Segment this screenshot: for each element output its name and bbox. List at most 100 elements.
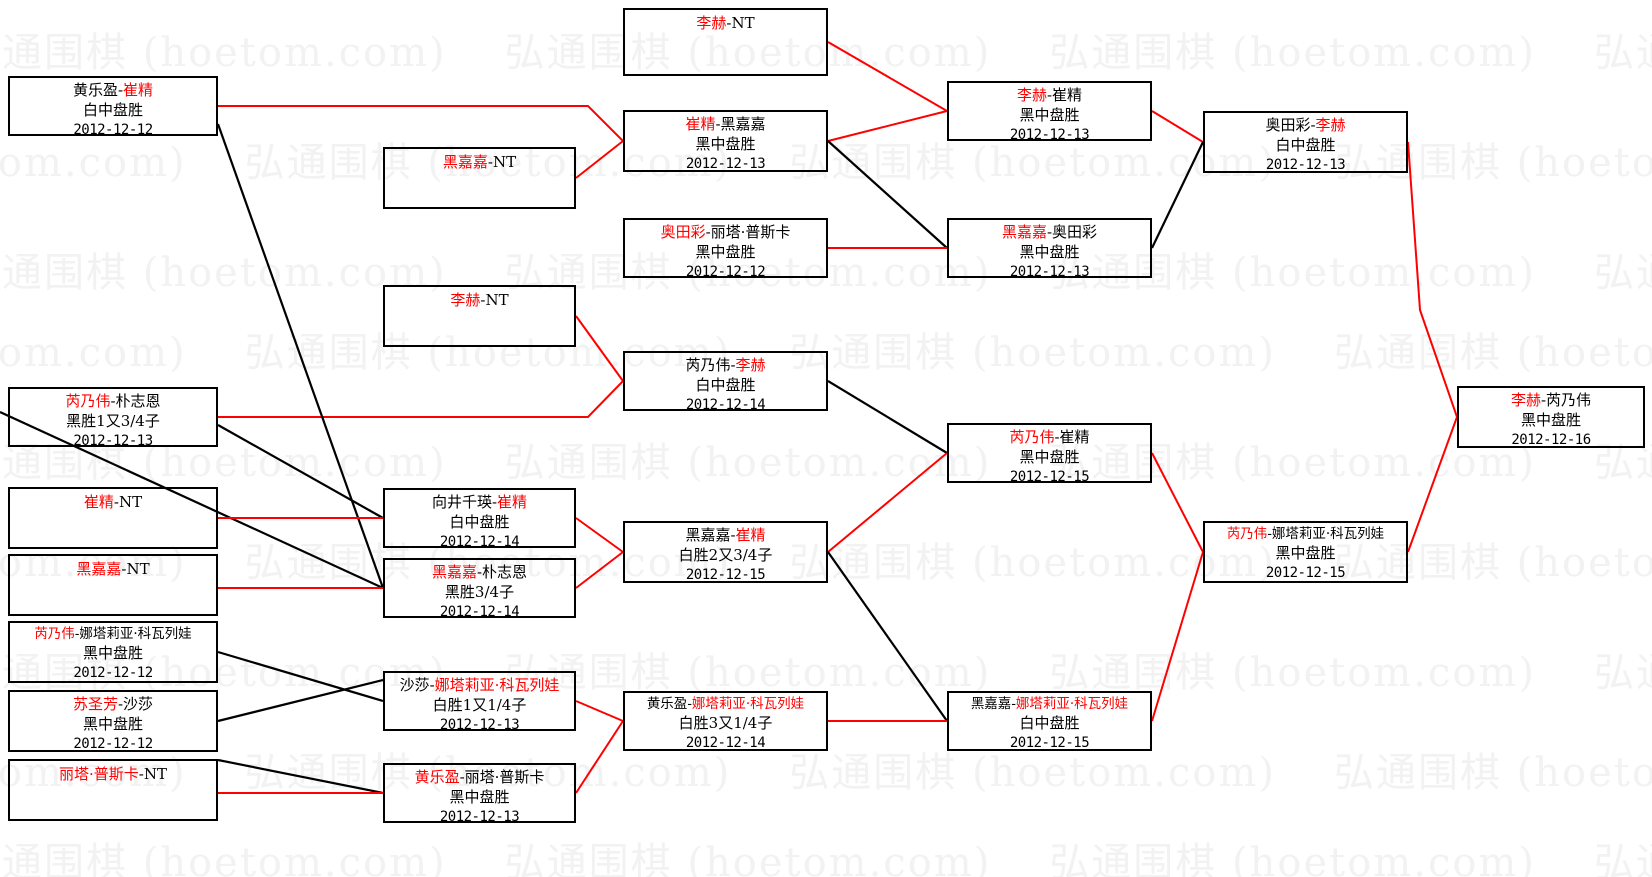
match-date: 2012-12-15 [1009, 734, 1090, 751]
player-separator: - [1310, 116, 1316, 134]
watermark-text: 弘通围棋 (hoetom.com) [0, 330, 187, 376]
match-players: 芮乃伟-娜塔莉亚·科瓦列娃 [10, 623, 216, 644]
player-separator: - [1054, 428, 1060, 446]
match-box[interactable]: 黑嘉嘉-NT [383, 147, 576, 209]
match-result: 黑中盘胜 [1019, 105, 1080, 124]
watermark-text: 弘通围棋 (hoetom.com) [1049, 30, 1536, 76]
l-huang-to-cuihei [218, 105, 624, 142]
match-date: 2012-12-13 [439, 808, 520, 825]
match-result: 黑中盘胜 [1019, 447, 1080, 466]
player-winner: 黑嘉嘉 [1001, 223, 1047, 241]
match-date: 2012-12-14 [439, 603, 520, 620]
player-winner: 娜塔莉亚·科瓦列娃 [434, 676, 560, 694]
match-result: 黑中盘胜 [1520, 410, 1581, 429]
match-box[interactable]: 黑嘉嘉-NT [8, 554, 218, 616]
player-winner: 崔精 [497, 493, 528, 511]
l-heicui-to-ruicui [827, 452, 948, 553]
l-ruinata-to-shanata [217, 650, 384, 703]
player-winner: 芮乃伟 [1009, 428, 1055, 446]
match-date: 2012-12-12 [73, 121, 153, 138]
player-winner: 崔精 [735, 526, 766, 544]
player-separator: - [487, 153, 493, 171]
player-winner: 黑嘉嘉 [76, 560, 122, 578]
match-box[interactable]: 丽塔·普斯卡-NT [8, 759, 218, 821]
l-mukai-to-heicui [575, 517, 624, 553]
player-separator: - [429, 676, 435, 694]
player-winner: 奥田彩 [660, 223, 706, 241]
l-heint-to-cuihei [575, 140, 624, 179]
match-result: 黑胜3/4子 [444, 582, 515, 601]
l-licui-to-aotali [1151, 110, 1204, 143]
player-separator: - [1011, 696, 1016, 712]
player-loser: 崔精 [1052, 86, 1083, 104]
player-loser: 娜塔莉亚·科瓦列娃 [1271, 526, 1385, 542]
match-date: 2012-12-15 [685, 566, 766, 583]
match-date: 2012-12-14 [439, 533, 520, 550]
match-box[interactable]: 李赫-NT [383, 285, 576, 347]
player-loser: NT [143, 765, 167, 783]
match-players: 黑嘉嘉-NT [385, 149, 574, 173]
match-result: 白胜1又1/4子 [432, 695, 527, 714]
l-heiaota-to-aotali [1151, 141, 1204, 249]
player-separator: - [705, 223, 711, 241]
player-separator: - [1046, 86, 1053, 104]
match-players: 崔精-NT [10, 489, 216, 513]
match-box[interactable]: 沙莎-娜塔莉亚·科瓦列娃白胜1又1/4子 2012-12-13 [383, 671, 576, 733]
player-separator: - [1540, 391, 1547, 409]
watermark-text: 弘通围棋 (hoetom.com) [504, 440, 992, 486]
player-loser: 黑嘉嘉 [685, 526, 731, 544]
match-box[interactable]: 崔精-NT [8, 487, 218, 549]
l-cuihei-to-heiaota [827, 140, 948, 249]
l-ruinata-to-final [1407, 416, 1458, 553]
player-loser: 黑嘉嘉 [970, 696, 1012, 712]
l-susha-to-shanata [217, 678, 384, 723]
watermark-text: 弘通围棋 (hoetom.com) [1333, 330, 1652, 376]
match-players: 芮乃伟-朴志恩 [10, 389, 216, 412]
match-result: 黑中盘胜 [449, 787, 510, 806]
match-box[interactable]: 李赫-NT [623, 8, 828, 76]
watermark-row: 弘通围棋 (hoetom.com)弘通围棋 (hoetom.com)弘通围棋 (… [0, 640, 1652, 698]
player-separator: - [1267, 526, 1272, 542]
watermark-text: 弘通围棋 (hoetom.com) [789, 330, 1276, 376]
match-players: 李赫-NT [625, 10, 826, 34]
match-date: 2012-12-15 [1009, 468, 1090, 485]
match-result: 黑中盘胜 [82, 643, 143, 662]
player-loser: 沙莎 [123, 695, 154, 713]
match-players: 丽塔·普斯卡-NT [10, 761, 216, 785]
l-heinata-to-ruinata [1151, 551, 1204, 722]
l-heicui-to-heinata [827, 551, 948, 722]
match-players: 奥田彩-丽塔·普斯卡 [625, 220, 826, 243]
player-separator: - [730, 356, 736, 374]
player-loser: NT [485, 291, 509, 309]
match-date: 2012-12-13 [439, 716, 520, 733]
watermark-text: 弘通围棋 (hoetom.com) [789, 750, 1276, 796]
player-loser: 黄乐盈 [646, 696, 688, 712]
match-date: 2012-12-13 [1009, 126, 1090, 143]
watermark-text: 弘通围棋 (hoetom.com) [504, 650, 992, 696]
match-players: 芮乃伟-李赫 [625, 353, 826, 376]
player-separator: - [491, 493, 498, 511]
match-players: 沙莎-娜塔莉亚·科瓦列娃 [385, 673, 574, 696]
player-separator: - [74, 626, 80, 642]
player-loser: 娜塔莉亚·科瓦列娃 [79, 626, 192, 642]
watermark-text: 弘通围棋 (hoetom.com) [0, 840, 447, 877]
